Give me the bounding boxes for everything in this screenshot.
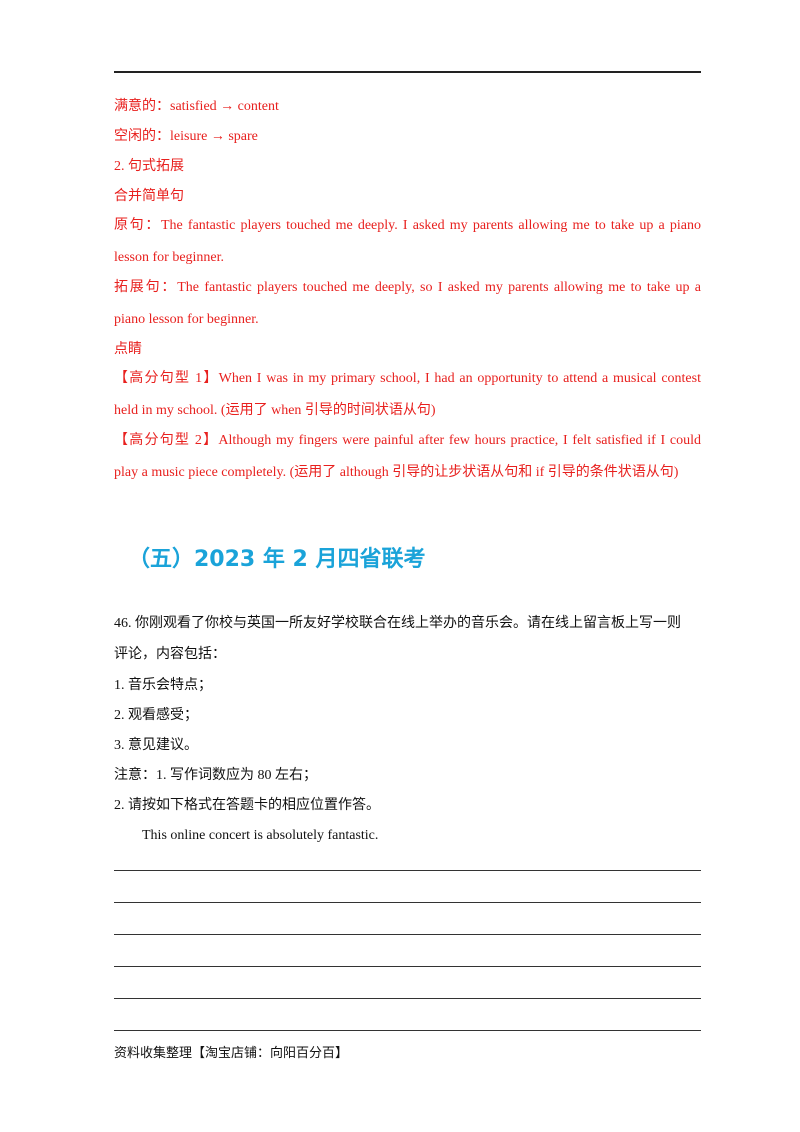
answer-line[interactable] [114, 1030, 701, 1031]
highlights-title: 点睛 [114, 342, 142, 357]
extended-sentence-line2: piano lesson for beginner. [114, 312, 259, 327]
pattern2-line1: 【高分句型 2】Although my fingers were painful… [114, 433, 701, 448]
answer-line[interactable] [114, 870, 701, 871]
footer-source: 资料收集整理【淘宝店铺：向阳百分百】 [114, 1046, 349, 1061]
sentence-section-subtitle: 合并简单句 [114, 189, 184, 204]
task-item1: 1. 音乐会特点； [114, 678, 212, 693]
section-heading: （五）2023 年 2 月四省联考 [128, 547, 426, 572]
extended-sentence-line1: 拓展句：The fantastic players touched me dee… [114, 280, 701, 295]
pattern1-line1: 【高分句型 1】When I was in my primary school,… [114, 371, 701, 386]
pattern1-line2: held in my school. (运用了 when 引导的时间状语从句) [114, 403, 436, 418]
pattern2-line2: play a music piece completely. (运用了 alth… [114, 465, 679, 480]
task-line1: 46. 你刚观看了你校与英国一所友好学校联合在线上举办的音乐会。请在线上留言板上… [114, 616, 681, 631]
sentence-section-title: 2. 句式拓展 [114, 159, 184, 174]
answer-line[interactable] [114, 966, 701, 967]
task-line2: 评论，内容包括： [114, 647, 226, 662]
task-item3: 3. 意见建议。 [114, 738, 198, 753]
original-sentence-line2: lesson for beginner. [114, 250, 225, 265]
original-sentence-line1: 原句：The fantastic players touched me deep… [114, 218, 701, 233]
task-note1: 注意：1. 写作词数应为 80 左右； [114, 768, 317, 783]
answer-line[interactable] [114, 998, 701, 999]
header-rule [114, 71, 701, 73]
task-note2: 2. 请按如下格式在答题卡的相应位置作答。 [114, 798, 380, 813]
answer-line[interactable] [114, 934, 701, 935]
writing-starter: This online concert is absolutely fantas… [142, 828, 379, 843]
vocab-satisfied: 满意的：satisfied → content [114, 99, 279, 114]
vocab-leisure: 空闲的：leisure → spare [114, 129, 258, 144]
task-item2: 2. 观看感受； [114, 708, 198, 723]
answer-line[interactable] [114, 902, 701, 903]
